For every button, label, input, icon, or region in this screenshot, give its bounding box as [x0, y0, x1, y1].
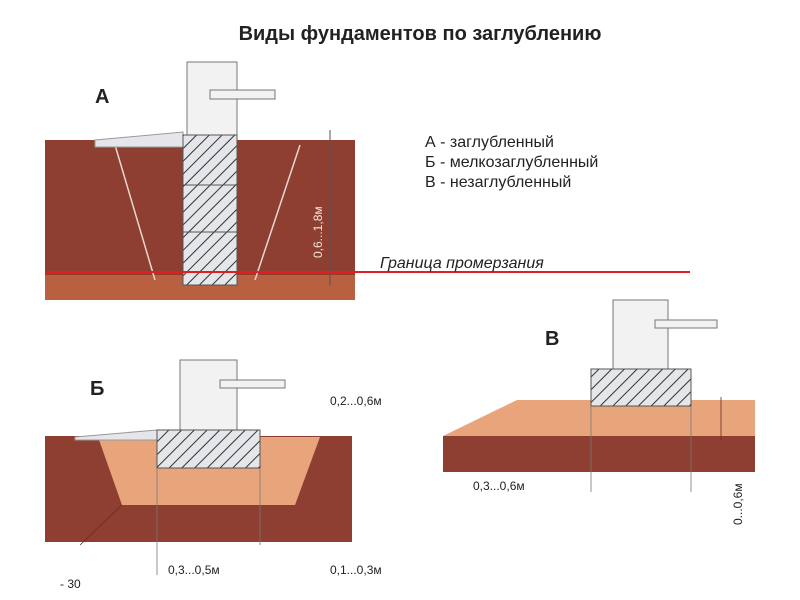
panel-a: Граница промерзания 0,6...1,8м А	[45, 61, 690, 300]
legend-item-a: А - заглубленный	[425, 134, 554, 151]
depth-a-label: 0,6...1,8м	[311, 206, 325, 258]
panel-v: В 0,3...0,6м 0...0,6м	[443, 299, 755, 525]
legend-item-v: В - незаглубленный	[425, 174, 571, 191]
dim-b-angle: - 30	[60, 577, 81, 591]
foundation-block	[590, 368, 692, 407]
frost-line-label: Граница промерзания	[380, 255, 544, 272]
panel-b: Б 0,2...0,6м 0,3...0,5м 0,1...0,3м - 30	[45, 359, 382, 591]
dim-v-width: 0,3...0,6м	[473, 479, 525, 493]
legend: А - заглубленный Б - мелкозаглубленный В…	[425, 134, 598, 191]
foundation-block	[156, 429, 261, 469]
foundation-column	[182, 134, 238, 286]
sand-cushion	[98, 437, 320, 505]
label-a: А	[95, 86, 109, 108]
diagram-title: Виды фундаментов по заглублению	[239, 23, 602, 45]
dim-v-depth: 0...0,6м	[731, 483, 745, 525]
legend-item-b: Б - мелкозаглубленный	[425, 154, 598, 171]
blind-area	[94, 131, 184, 148]
label-v: В	[545, 328, 559, 350]
dim-b-top: 0,2...0,6м	[330, 394, 382, 408]
label-b: Б	[90, 378, 104, 400]
dim-b-width: 0,3...0,5м	[168, 563, 220, 577]
dim-b-side: 0,1...0,3м	[330, 563, 382, 577]
floor-beam	[209, 89, 276, 100]
